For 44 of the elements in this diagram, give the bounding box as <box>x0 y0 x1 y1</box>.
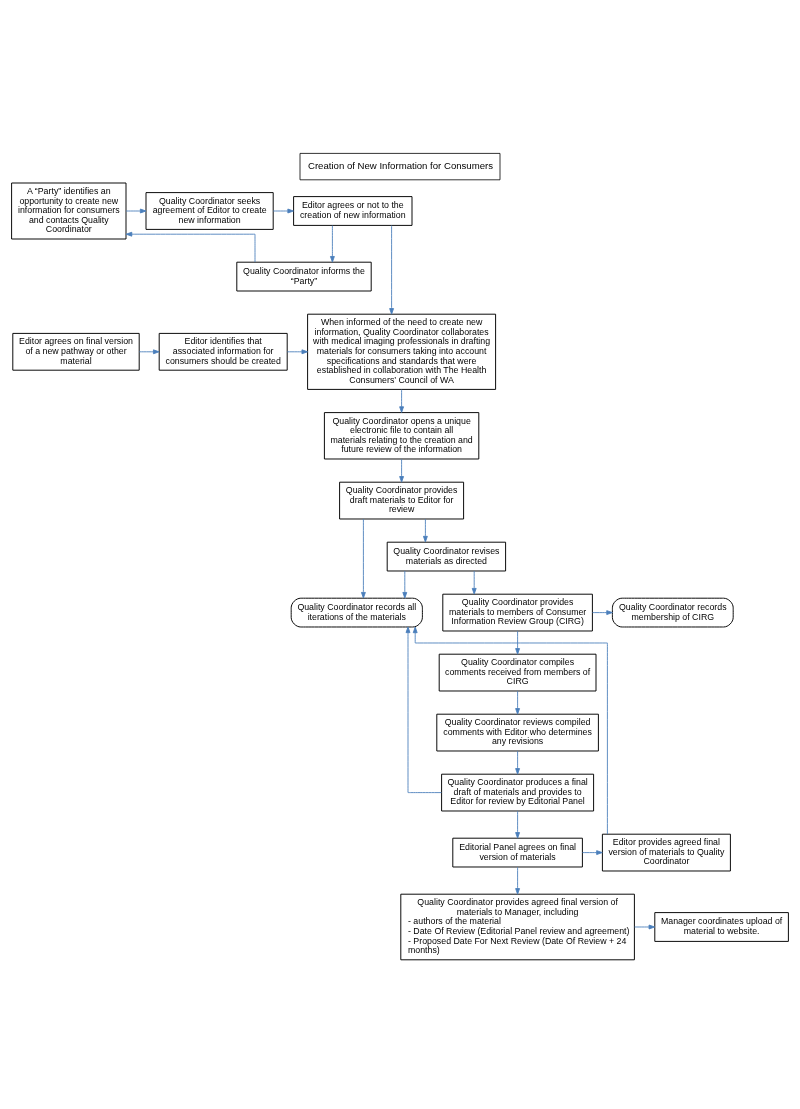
node-box: Quality Coordinator produces a final draft of materials and provides to Editor for review by Editorial Panel <box>441 773 595 811</box>
arrow <box>361 518 366 598</box>
arrow <box>471 570 477 594</box>
arrow <box>412 626 608 834</box>
node-box: Editor identifies that associated information for consumers should be created <box>158 332 288 371</box>
arrow <box>582 849 603 855</box>
node-box: Quality Coordinator provides draft materials to Editor for review <box>339 481 465 519</box>
node-box: Quality Coordinator provides materials to members of Consumer Information Review Group (CIRG) <box>442 593 593 631</box>
arrow <box>515 750 520 775</box>
node-box: Quality Coordinator informs the “Party” <box>236 261 372 291</box>
node-box: Editor agrees or not to the creation of new information <box>293 195 413 226</box>
arrow <box>515 630 520 655</box>
node-box: Editorial Panel agrees on final version of materials <box>452 837 583 867</box>
arrow <box>515 866 520 895</box>
node-box: Quality Coordinator opens a unique electronic file to contain all materials relating to the creation and future review of the information <box>323 411 480 459</box>
arrow <box>125 231 256 262</box>
node-box: Quality Coordinator revises materials as directed <box>386 541 507 571</box>
arrow <box>405 626 442 793</box>
arrow <box>272 208 294 213</box>
node-box: Quality Coordinator reviews compiled comments with Editor who determines any revisions <box>436 713 599 751</box>
node-box: Quality Coordinator seeks agreement of Editor to create new information <box>145 191 274 230</box>
arrow <box>125 208 147 213</box>
diagram-title: Creation of New Information for Consumers <box>308 159 494 171</box>
node-box: Quality Coordinator compiles comments received from members of CIRG <box>438 653 597 691</box>
node-box: Quality Coordinator provides agreed final version of materials to Manager, including - authors of the material - Date Of Review (Editorial Panel review and agreement) - Proposed Date For Next Review (Date Of Review + 24 months) <box>400 893 635 960</box>
arrow <box>402 570 408 598</box>
node-box: Quality Coordinator records membership of CIRG <box>611 597 734 627</box>
node-box: Quality Coordinator records all iterations of the materials <box>290 597 423 627</box>
node-box: Editor provides agreed final version of materials to Quality Coordinator <box>601 833 731 871</box>
arrow <box>389 224 394 315</box>
node-box: A “Party” identifies an opportunity to create new information for consumers and contacts Quality Coordinator <box>11 182 127 239</box>
arrow <box>423 518 428 542</box>
arrow <box>634 924 656 929</box>
arrow <box>138 348 160 354</box>
arrow <box>515 810 520 839</box>
arrow <box>592 609 613 615</box>
arrow <box>286 348 308 354</box>
node-box: Editor agrees on final version of a new pathway or other material <box>12 332 140 371</box>
arrow <box>399 458 404 483</box>
node-box: When informed of the need to create new information, Quality Coordinator collaborates with medical imaging professionals in drafting materials for consumers taking into account specifications and standards that were established in collaboration with The Health Consumers’ Council of WA <box>307 313 497 390</box>
arrow <box>515 690 520 715</box>
arrow <box>399 388 404 413</box>
node-box: Manager coordinates upload of material to website. <box>654 911 789 942</box>
arrow <box>330 224 335 262</box>
